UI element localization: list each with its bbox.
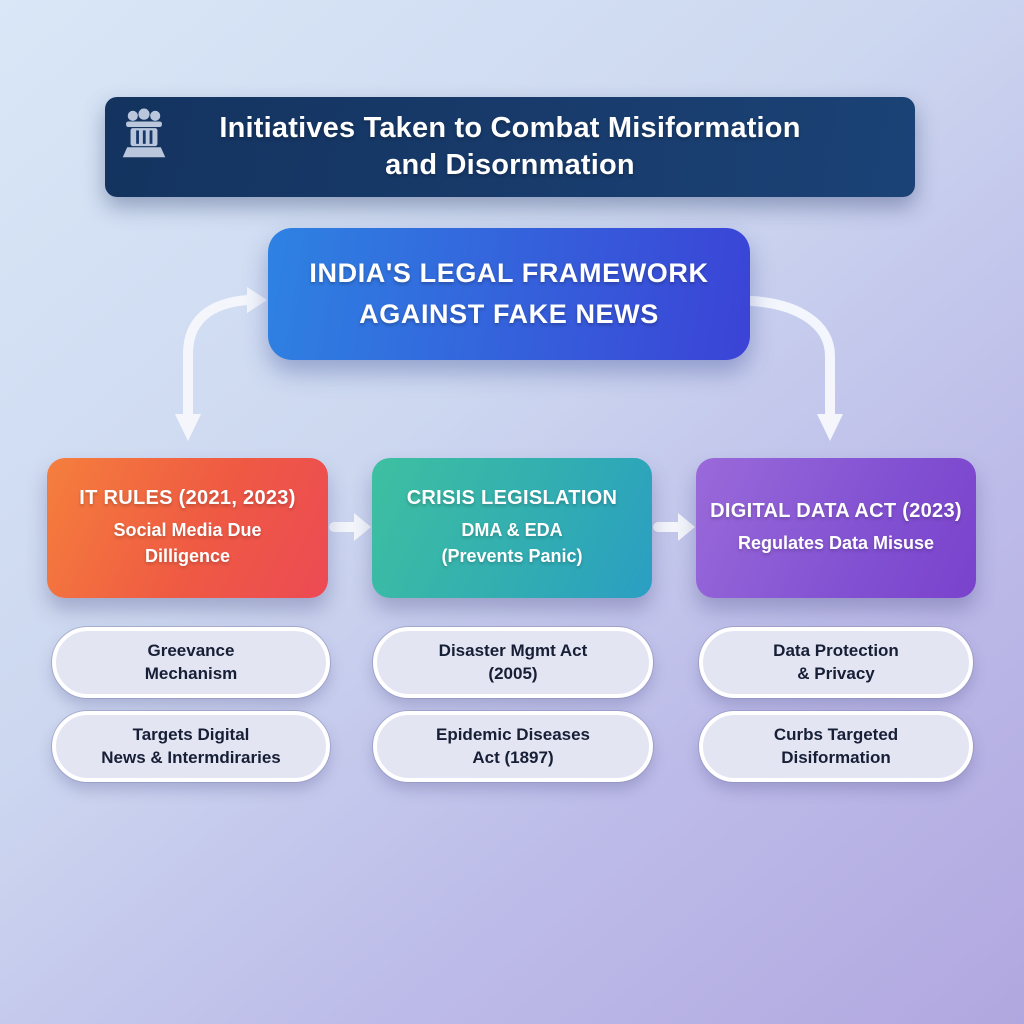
framework-line1: INDIA'S LEGAL FRAMEWORK [309,258,709,288]
pill-text-line2: (2005) [488,663,538,683]
pill-epidemic-diseases-act: Epidemic Diseases Act (1897) [373,711,653,782]
card-crisis-subtitle: DMA & EDA (Prevents Panic) [441,518,582,568]
card-it-rules-subtitle: Social Media Due Dilligence [113,518,261,568]
page-title-line1: Initiatives Taken to Combat Misiformatio… [219,111,801,144]
pill-text-line2: & Privacy [797,663,875,683]
pill-text-line2: Disiformation [781,747,891,767]
arrow-framework-to-digital-data-icon [747,296,843,441]
card-digital-subtitle-line1: Regulates Data Misuse [737,532,935,553]
card-crisis-title: CRISIS LEGISLATION [406,487,618,510]
page-title-line2: and Disornmation [385,149,635,181]
pill-text-line1: Epidemic Diseases [435,724,591,744]
card-it-rules-subtitle-line1: Social Media Due [113,520,262,541]
pill-text-line1: Data Protection [773,640,899,660]
card-it-rules: IT RULES (2021, 2023) Social Media Due D… [47,458,328,598]
pill-curbs-targeted-disiformation: Curbs Targeted Disiformation [699,711,973,782]
pill-disaster-mgmt-act: Disaster Mgmt Act (2005) [373,627,653,698]
pill-text-line1: Greevance [147,640,235,660]
header-banner: Initiatives Taken to Combat Misiformatio… [105,97,915,197]
card-digital-subtitle: Regulates Data Misuse [738,531,934,556]
pill-text-line1: Curbs Targeted [773,724,899,744]
arrow-it-rules-to-crisis-icon [329,513,371,541]
card-crisis-legislation: CRISIS LEGISLATION DMA & EDA (Prevents P… [372,458,652,598]
pill-data-protection-privacy: Data Protection & Privacy [699,627,973,698]
card-it-rules-subtitle-line2: Dilligence [144,545,230,566]
pill-text-line2: News & Intermdiraries [101,747,281,767]
pill-targets-digital-news: Targets Digital News & Intermdiraries [52,711,330,782]
framework-line2: AGAINST FAKE NEWS [359,299,659,329]
card-digital-title: DIGITAL DATA ACT (2023) [710,499,962,522]
framework-box: INDIA'S LEGAL FRAMEWORK AGAINST FAKE NEW… [268,228,750,360]
pill-text-line2: Mechanism [144,663,238,683]
arrow-crisis-to-digital-icon [653,513,695,541]
card-crisis-subtitle-line2: (Prevents Panic) [441,545,583,566]
card-crisis-subtitle-line1: DMA & EDA [461,520,563,541]
pill-text-line1: Disaster Mgmt Act [438,640,588,660]
india-emblem-icon [119,108,169,164]
card-digital-data-act: DIGITAL DATA ACT (2023) Regulates Data M… [696,458,976,598]
pill-greevance-mechanism: Greevance Mechanism [52,627,330,698]
card-it-rules-title: IT RULES (2021, 2023) [79,487,296,510]
arrow-framework-to-it-rules-icon [175,287,267,441]
pill-text-line2: Act (1897) [472,747,554,767]
page-title: Initiatives Taken to Combat Misiformatio… [219,110,800,184]
pill-text-line1: Targets Digital [132,724,250,744]
